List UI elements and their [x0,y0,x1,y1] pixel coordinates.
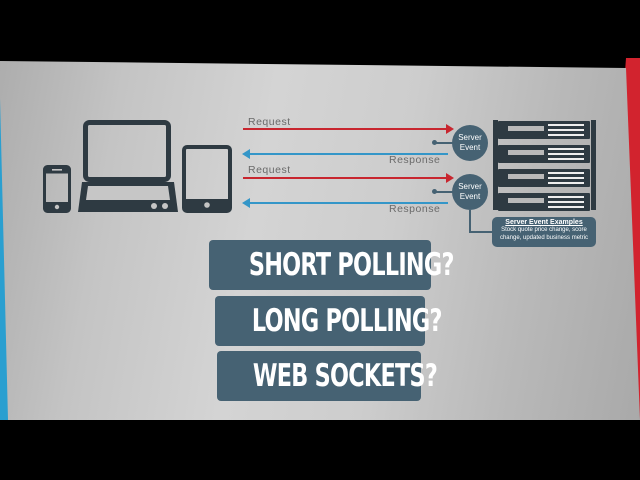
server-unit [498,145,590,163]
server-unit [498,121,590,139]
tablet-icon [182,145,232,213]
server-event-label: Event [459,192,481,201]
server-event-circle: Server Event [452,174,488,210]
examples-title: Server Event Examples [505,219,583,226]
response-arrow [248,202,448,204]
arrowhead-left-icon [242,198,250,208]
question-label: LONG POLLING? [251,303,443,339]
connector-line [469,231,493,233]
arrowhead-left-icon [242,149,250,159]
server-event-examples-box: Server Event Examples Stock quote price … [492,217,596,247]
examples-line-1: Stock quote price change, score [501,227,587,233]
response-arrow [248,153,448,155]
question-long-polling: LONG POLLING? [215,296,442,346]
server-event-label: Server [458,182,482,191]
connector-dot [432,189,437,194]
laptop-icon [78,120,178,212]
question-short-polling: SHORT POLLING? [209,240,454,290]
request-label: Request [248,164,291,176]
response-label: Response [389,203,441,215]
arrowhead-right-icon [446,124,454,134]
rack-post [493,120,498,210]
server-event-circle: Server Event [452,125,488,161]
server-event-label: Event [459,143,481,152]
connector-line [436,142,454,144]
server-event-label: Server [458,133,482,142]
response-label: Response [389,154,441,166]
question-label: WEB SOCKETS? [252,358,438,394]
connector-line [436,191,454,193]
request-label: Request [248,116,291,128]
arrowhead-right-icon [446,173,454,183]
question-web-sockets: WEB SOCKETS? [217,351,438,401]
smartphone-icon [43,165,71,213]
server-unit [498,169,590,187]
question-label: SHORT POLLING? [248,247,455,283]
server-unit [498,193,590,211]
rack-post [591,120,596,210]
examples-line-2: change, updated business metric [499,235,589,241]
request-arrow [243,128,448,130]
connector-line [469,210,471,232]
connector-dot [432,140,437,145]
request-arrow [243,177,448,179]
